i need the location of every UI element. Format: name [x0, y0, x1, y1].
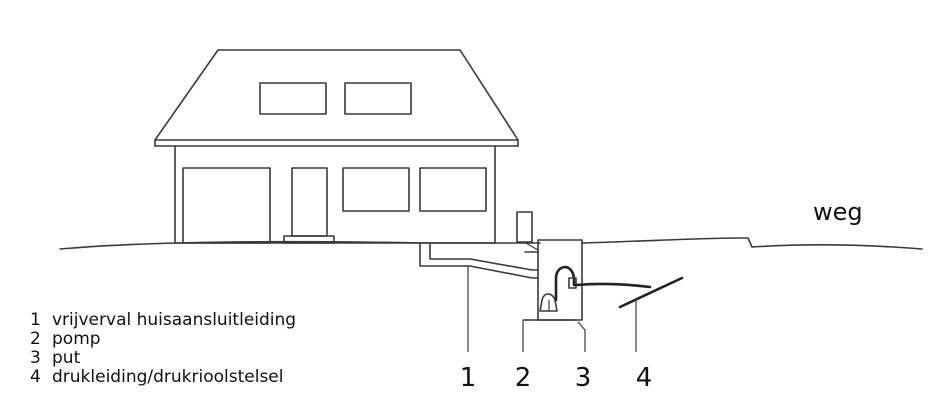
legend-item: 1 vrijverval huisaansluitleiding [30, 311, 296, 330]
legend-number: 2 [30, 329, 41, 349]
control-box-cable [523, 241, 539, 251]
house [154, 49, 519, 244]
house-walls [174, 145, 496, 244]
pressure-pipe [574, 282, 652, 289]
legend-item: 2 pomp [30, 330, 296, 349]
callout-2: 2 [515, 363, 532, 393]
legend-text: put [52, 348, 81, 368]
roof [154, 49, 519, 141]
window-left [342, 167, 410, 212]
legend-text: drukleiding/drukrioolstelsel [52, 367, 284, 387]
roof-window-left [259, 82, 327, 115]
leader-2 [522, 319, 533, 352]
window-right [419, 167, 487, 212]
callout-3: 3 [575, 363, 592, 393]
legend-text: vrijverval huisaansluitleiding [52, 310, 297, 330]
pit-outline [524, 251, 576, 321]
roof-window-right [344, 82, 412, 115]
leader-3 [577, 321, 586, 352]
door-step [283, 235, 335, 244]
legend-number: 3 [30, 348, 41, 368]
callout-1: 1 [460, 363, 477, 393]
pressure-main [618, 276, 684, 309]
legend-item: 4 drukleiding/drukrioolstelsel [30, 368, 296, 387]
gravity-pipe [419, 243, 539, 279]
road-label: weg [813, 198, 863, 226]
front-door [291, 167, 328, 237]
legend-number: 4 [30, 367, 41, 387]
pump-riser [554, 265, 576, 302]
legend-text: pomp [52, 329, 101, 349]
legend-number: 1 [30, 310, 41, 330]
control-box [516, 211, 533, 243]
valve [568, 277, 577, 289]
callout-4: 4 [636, 363, 653, 393]
garage-door [182, 167, 271, 244]
legend-item: 3 put [30, 349, 296, 368]
